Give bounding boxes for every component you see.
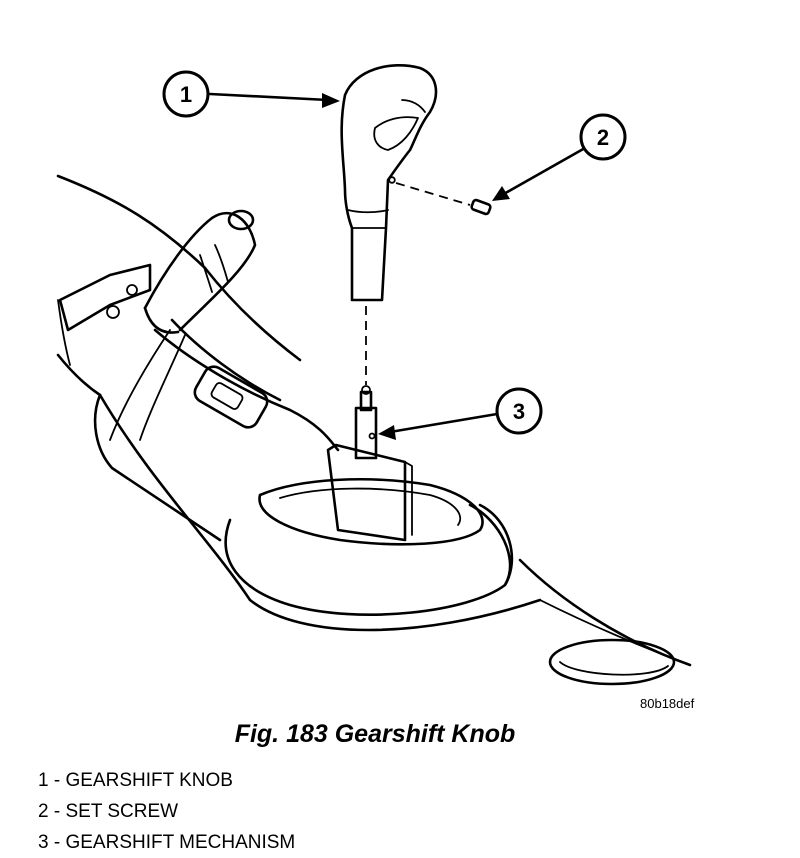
cup-holder xyxy=(548,638,676,686)
callout-2: 2 xyxy=(492,113,627,201)
art-code: 80b18def xyxy=(640,696,695,711)
legend-separator: - xyxy=(53,801,61,822)
legend-item: 2 - SET SCREW xyxy=(38,796,295,827)
callout-3-label: 3 xyxy=(513,399,525,424)
center-console xyxy=(56,174,692,667)
gearshift-knob xyxy=(340,64,438,302)
legend-separator: - xyxy=(53,832,61,853)
gearshift-mechanism-shaft xyxy=(354,385,378,460)
legend-number: 2 xyxy=(38,801,49,822)
callout-2-label: 2 xyxy=(597,125,609,150)
legend-number: 3 xyxy=(38,832,49,853)
legend-text: GEARSHIFT MECHANISM xyxy=(65,832,296,853)
console-bracket xyxy=(58,263,152,332)
legend-separator: - xyxy=(53,770,61,791)
shifter-bezel xyxy=(258,443,484,546)
legend-text: SET SCREW xyxy=(65,801,179,822)
callout-3: 3 xyxy=(378,387,543,440)
callout-1-label: 1 xyxy=(180,82,192,107)
legend-item: 1 - GEARSHIFT KNOB xyxy=(38,765,295,796)
console-switch xyxy=(193,365,269,429)
legend-number: 1 xyxy=(38,770,49,791)
parking-brake-handle xyxy=(109,209,257,441)
legend-text: GEARSHIFT KNOB xyxy=(65,770,233,791)
callout-1: 1 xyxy=(162,70,340,118)
legend-item: 3 - GEARSHIFT MECHANISM xyxy=(38,827,295,858)
figure-caption: Fig. 183 Gearshift Knob xyxy=(234,720,516,748)
legend: 1 - GEARSHIFT KNOB 2 - SET SCREW 3 - GEA… xyxy=(38,765,295,858)
set-screw xyxy=(395,182,492,216)
